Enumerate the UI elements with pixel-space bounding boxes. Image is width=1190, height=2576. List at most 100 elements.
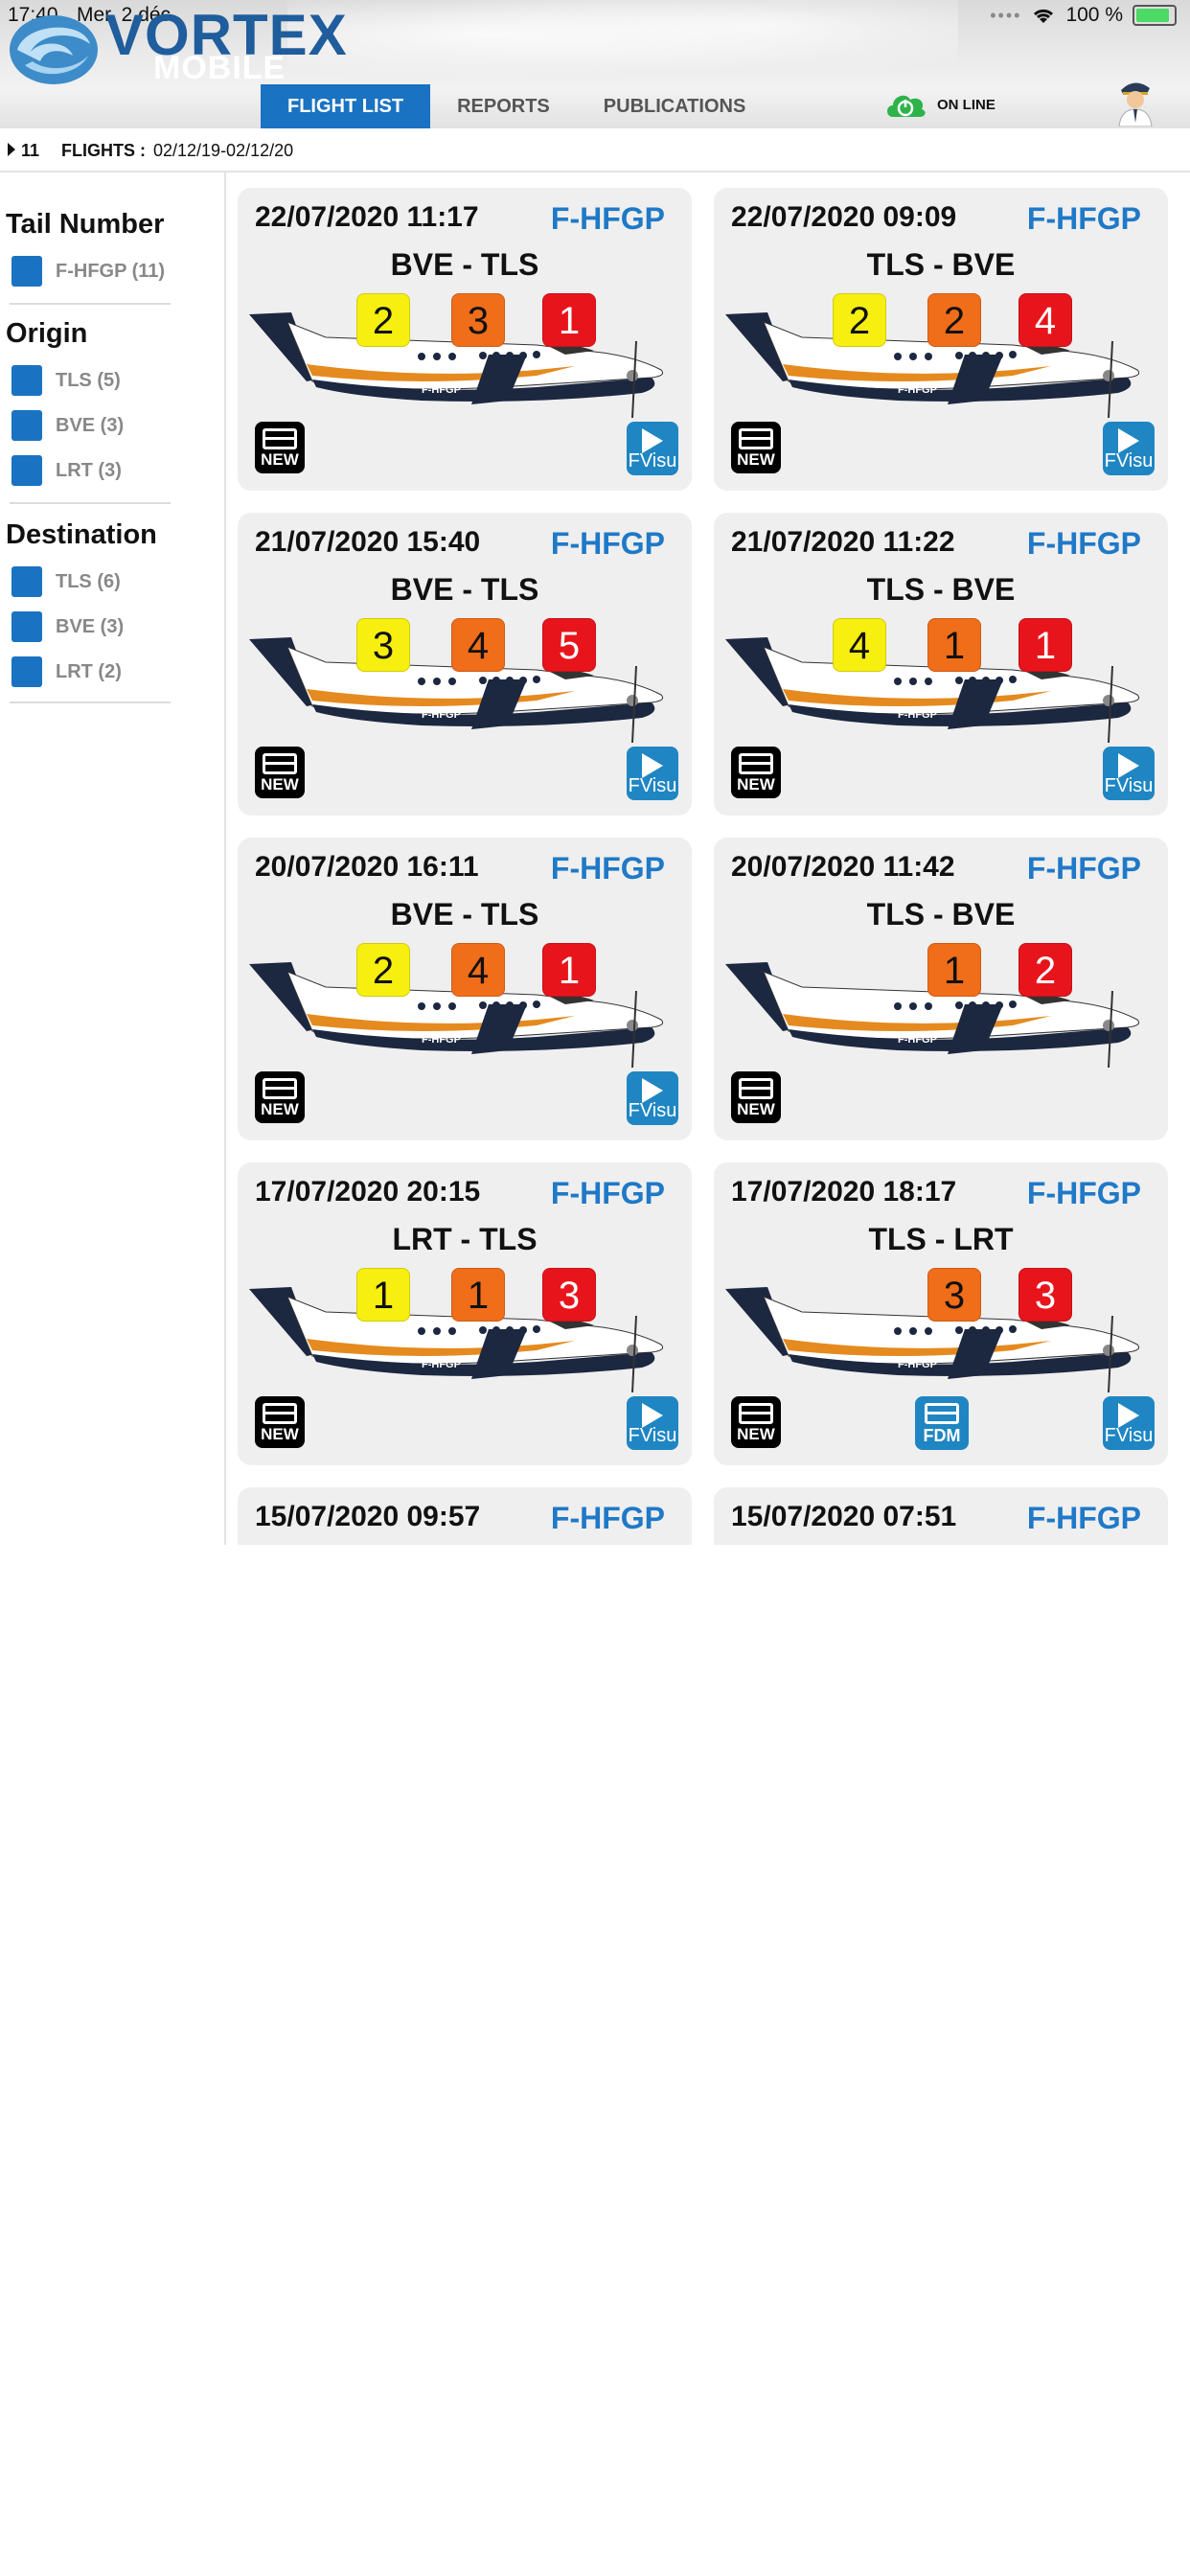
fvisu-button[interactable]: FVisu [1103,1396,1155,1450]
svg-text:F-HFGP: F-HFGP [422,1359,461,1370]
new-button[interactable]: NEW [255,1396,305,1448]
fvisu-button-label: FVisu [628,775,677,796]
wifi-icon [1034,9,1054,23]
play-icon [1118,1403,1139,1428]
filter-item-destination-lrt[interactable]: LRT (2) [11,656,122,688]
flights-label: FLIGHTS : [61,141,146,160]
new-button[interactable]: NEW [731,1396,781,1448]
flight-route: TLS - BVE [866,572,1016,607]
fvisu-button-label: FVisu [628,1425,677,1446]
event-severity-badge: 4 [833,618,886,672]
flight-route: TLS - LRT [868,1222,1014,1256]
fvisu-button[interactable]: FVisu [1103,422,1155,475]
flight-tail-number: F-HFGP [550,201,665,236]
status-date: Mer. 2 déc. [77,4,176,26]
flight-tail-number: F-HFGP [1026,1176,1141,1210]
aircraft-illustration: F-HFGP [249,1287,664,1393]
new-button[interactable]: NEW [255,422,305,473]
event-severity-badge: 2 [927,293,981,347]
event-severity-badge: 3 [451,293,505,347]
checkbox-icon [11,611,42,642]
checkbox-icon [11,455,42,486]
new-button-label: NEW [261,775,299,794]
fvisu-button-label: FVisu [628,1100,677,1121]
new-button-label: NEW [261,450,299,469]
event-severity-badge: 1 [927,943,981,997]
event-severity-badge: 1 [356,1268,410,1322]
divider [10,502,171,504]
tab-reports[interactable]: REPORTS [457,96,550,117]
filter-item-label: LRT (3) [56,459,122,481]
expand-arrow-icon[interactable] [8,143,15,156]
flight-date: 15/07/2020 09:57 [255,1501,481,1532]
filter-item-origin-tls[interactable]: TLS (5) [11,364,121,397]
pilot-avatar-icon[interactable] [1108,73,1161,126]
online-status[interactable]: ON LINE [883,88,995,121]
checkbox-icon [11,256,42,287]
event-severity-badge: 4 [451,943,505,997]
filter-item-tail-fhfgp[interactable]: F-HFGP (11) [11,255,165,288]
filter-item-destination-tls[interactable]: TLS (6) [11,565,121,598]
date-range: 02/12/19-02/12/20 [153,141,294,160]
svg-text:F-HFGP: F-HFGP [422,384,461,396]
filter-item-label: BVE (3) [56,615,125,637]
fvisu-button[interactable]: FVisu [627,422,678,475]
fvisu-button[interactable]: FVisu [627,747,678,800]
flight-date: 17/07/2020 18:17 [731,1176,957,1208]
new-button-label: NEW [737,775,775,794]
fdm-button-label: FDM [923,1426,961,1445]
tab-publications[interactable]: PUBLICATIONS [603,96,746,117]
fvisu-button-label: FVisu [1104,775,1154,796]
filter-item-origin-lrt[interactable]: LRT (3) [11,454,122,487]
tab-flight-list[interactable]: FLIGHT LIST [261,84,431,128]
filter-item-origin-bve[interactable]: BVE (3) [11,409,124,442]
fvisu-button[interactable]: FVisu [627,1396,678,1450]
flight-route: TLS - BVE [866,897,1016,932]
flight-route: TLS - BVE [866,247,1016,282]
filter-item-label: LRT (2) [56,660,122,682]
new-button-label: NEW [261,1425,299,1443]
checkbox-icon [11,365,42,396]
logo-subtitle: MOBILE [153,50,286,86]
flight-card[interactable]: 15/07/2020 07:51 F-HFGP [714,1487,1168,1545]
event-severity-badge: 4 [451,618,505,672]
list-icon [263,1078,297,1099]
aircraft-illustration: F-HFGP [249,312,664,419]
fvisu-button[interactable]: FVisu [1103,747,1155,800]
event-severity-badge: 2 [833,293,886,347]
new-button[interactable]: NEW [731,422,781,473]
event-severity-badge: 2 [356,943,410,997]
svg-text:F-HFGP: F-HFGP [898,1034,937,1046]
fvisu-button[interactable]: FVisu [627,1071,678,1125]
flight-date: 22/07/2020 11:17 [255,201,479,233]
new-button[interactable]: NEW [255,747,305,798]
filter-title-origin: Origin [6,318,88,349]
vortex-logo-icon [10,15,98,84]
signal-icon: •••• [990,5,1022,25]
checkbox-icon [11,656,42,687]
flight-date: 21/07/2020 11:22 [731,526,955,558]
new-button[interactable]: NEW [731,747,781,798]
new-button[interactable]: NEW [255,1071,305,1123]
event-severity-badge: 3 [1018,1268,1072,1322]
event-severity-badge: 1 [1018,618,1072,672]
flight-card[interactable]: 15/07/2020 09:57 F-HFGP [238,1487,692,1545]
divider [10,702,171,703]
new-button[interactable]: NEW [731,1071,781,1123]
filter-item-destination-bve[interactable]: BVE (3) [11,610,124,643]
aircraft-illustration: F-HFGP [249,962,664,1069]
fdm-button[interactable]: FDM [915,1396,969,1450]
play-icon [642,428,663,453]
svg-text:F-HFGP: F-HFGP [898,709,937,721]
filter-item-label: F-HFGP (11) [56,260,166,282]
event-severity-badge: 5 [542,618,596,672]
